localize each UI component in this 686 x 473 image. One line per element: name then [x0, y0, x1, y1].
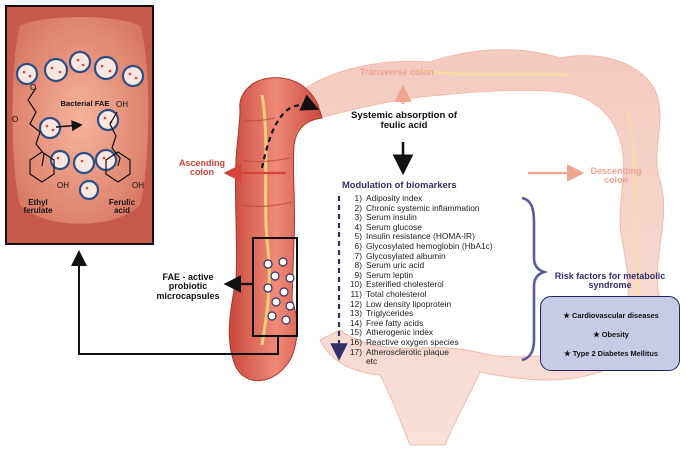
biomarker-text: Esterified cholesterol [366, 279, 444, 290]
inset-panel [5, 5, 154, 245]
biomarker-number: 14) [349, 317, 362, 328]
biomarker-item: 7) Glycosylated albumin [343, 250, 493, 262]
ascending-colon-label: Ascending colon [178, 158, 225, 178]
atom-oh-label: OH [116, 100, 128, 109]
biomarker-text: Serum uric acid [366, 260, 425, 271]
ethyl-ferulate-structure [27, 87, 55, 183]
biomarker-item: 12) Low density lipoprotein [343, 298, 493, 310]
biomarker-number: 11) [350, 288, 362, 299]
biomarker-item: 2) Chronic systemic inflammation [343, 202, 493, 214]
biomarker-text: Glycosylated albumin [366, 250, 446, 261]
ferulic-acid-label: Ferulic acid [108, 198, 136, 216]
cecum-box [252, 237, 298, 337]
risk-box: ★ Cardiovascular diseases ★ Obesity ★ Ty… [540, 296, 680, 371]
absorption-label: Systemic absorption of feulic acid [350, 110, 458, 132]
biomarker-number: 10) [349, 279, 362, 290]
biomarker-text: Free fatty acids [366, 317, 424, 328]
atom-o-label: O [30, 83, 37, 92]
reaction-arrow [55, 120, 83, 132]
biomarker-text: Chronic systemic inflammation [366, 202, 480, 213]
transverse-colon-label: Transverse colon [360, 67, 435, 77]
biomarker-item: 8) Serum uric acid [343, 260, 493, 271]
biomarker-text: etc [366, 356, 378, 367]
biomarker-text: Adiposity index [366, 193, 423, 203]
biomarker-number: 8) [354, 260, 362, 271]
biomarker-item: 9) Serum leptin [343, 269, 493, 281]
risk-title: Risk factors for metabolic syndrome [554, 271, 666, 291]
biomarker-item: 3) Serum insulin [343, 212, 493, 223]
biomarker-item: 14) Free fatty acids [343, 317, 493, 329]
biomarker-item: 6) Glycosylated hemoglobin (HbA1c) [343, 240, 493, 252]
absorption-path [260, 94, 320, 169]
microcapsules-label: FAE - active probiotic microcapsules [156, 272, 220, 301]
biomarker-text: Total cholesterol [366, 288, 427, 299]
biomarker-item: etc [343, 356, 493, 367]
biomarker-number: 1) [354, 193, 362, 203]
biomarker-number: 3) [354, 212, 362, 223]
biomarker-number: 6) [354, 240, 362, 251]
biomarker-number: 4) [354, 221, 362, 232]
biomarker-text: Glycosylated hemoglobin (HbA1c) [366, 240, 493, 251]
biomarker-item: 10) Esterified cholesterol [343, 280, 493, 290]
biomarker-text: Triglycerides [366, 308, 414, 319]
biomarker-text: Reactive oxygen species [366, 336, 459, 347]
biomarker-number: 17) [349, 346, 362, 357]
biomarker-item: 11) Total cholesterol [343, 288, 493, 300]
biomarker-list: 1) Adiposity index 2) Chronic systemic infl… [343, 193, 493, 367]
biomarker-text: Atherosclerotic plaque [366, 346, 449, 357]
star-icon: ★ [593, 330, 600, 339]
risk-item-diabetes: ★ Type 2 Diabetes Mellitus [564, 349, 658, 358]
biomarker-item: 13) Triglycerides [343, 308, 493, 319]
biomarker-text: Serum insulin [366, 212, 417, 223]
inset-connector [71, 250, 279, 355]
atom-o-label-2: O [12, 115, 19, 124]
biomarker-number: 5) [354, 231, 362, 242]
biomarkers-title: Modulation of biomarkers [342, 179, 457, 190]
biomarker-item: 1) Adiposity index [343, 193, 493, 204]
biomarker-item: 15) Atherogenic index [343, 328, 493, 338]
biomarker-number: 15) [349, 327, 362, 338]
atom-oh-label-2: OH [57, 181, 69, 190]
descending-colon-label: Descending colon [590, 166, 642, 186]
biomarker-text: Insulin resistance (HOMA-IR) [366, 231, 475, 242]
bacterial-fae-label: Bacterial FAE [60, 99, 110, 108]
biomarker-text: Serum leptin [366, 269, 414, 280]
biomarker-number: 9) [354, 269, 362, 280]
risk-item-cardiovascular: ★ Cardiovascular diseases [563, 311, 659, 320]
microcapsule-dots [263, 257, 295, 325]
ethyl-ferulate-label: Ethyl ferulate [23, 198, 53, 216]
risk-item-obesity: ★ Obesity [593, 330, 629, 339]
star-icon: ★ [563, 311, 570, 320]
capsules [15, 50, 145, 201]
biomarker-number: 16) [349, 336, 362, 347]
biomarker-text: Atherogenic index [366, 327, 434, 338]
biomarker-item: 5) Insulin resistance (HOMA-IR) [343, 232, 493, 242]
biomarker-number: 7) [354, 250, 362, 261]
risk-brace [521, 196, 549, 362]
biomarker-text: Low density lipoprotein [366, 298, 452, 309]
star-icon: ★ [564, 349, 571, 358]
biomarker-item: 16) Reactive oxygen species [343, 336, 493, 348]
biomarker-text: Serum glucose [366, 221, 422, 232]
biomarker-number: 2) [354, 202, 362, 213]
ferulic-acid-structure [105, 111, 131, 183]
colon-pale-section [299, 49, 665, 446]
biomarker-item: 17) Atherosclerotic plaque [343, 346, 493, 358]
atom-oh-label-3: OH [132, 181, 144, 190]
biomarker-number: 12) [349, 298, 362, 309]
biomarker-item: 4) Serum glucose [343, 221, 493, 233]
biomarker-number: 13) [349, 308, 362, 319]
